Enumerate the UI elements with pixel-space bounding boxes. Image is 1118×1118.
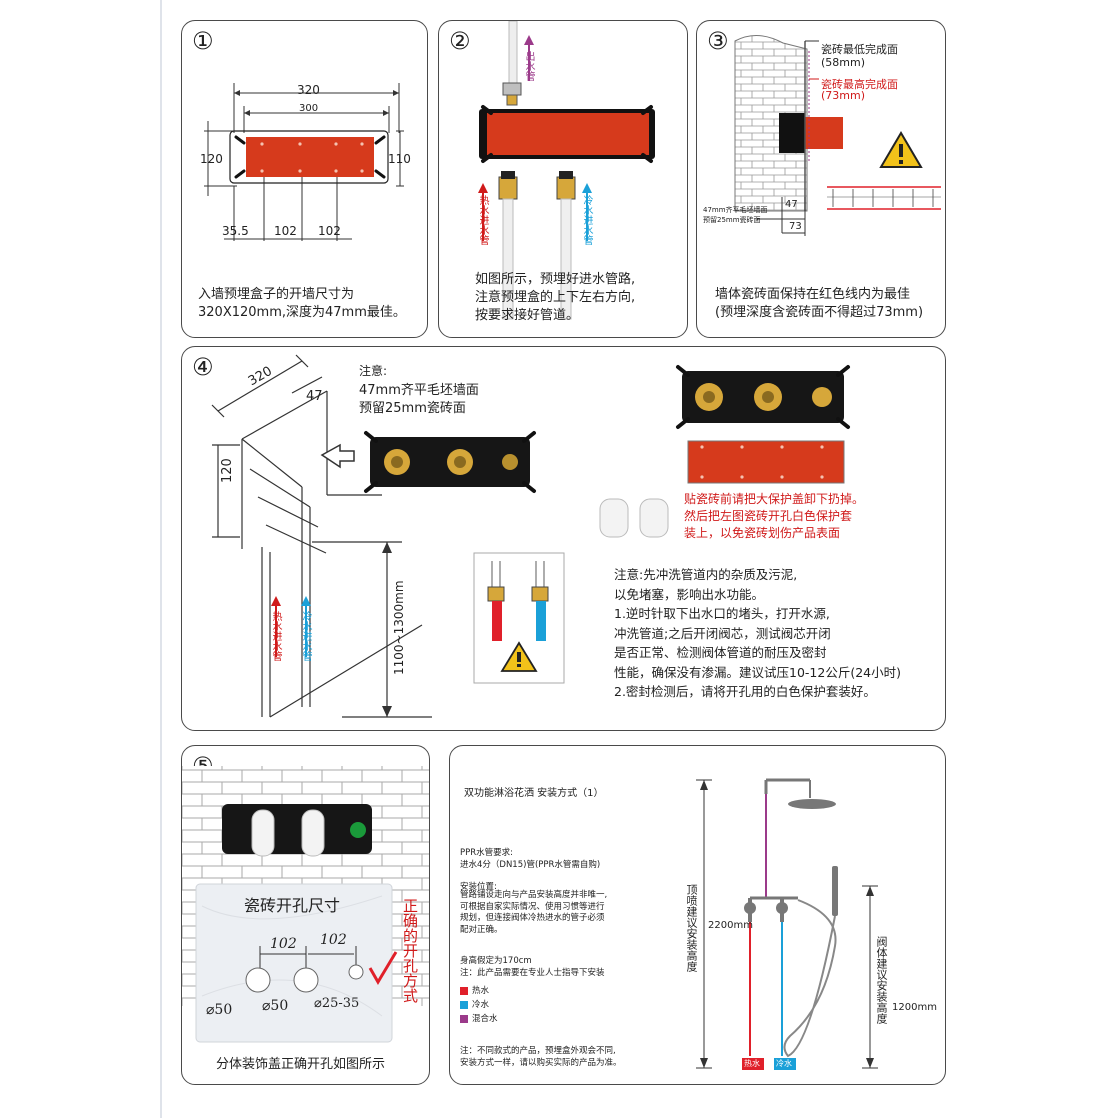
step-3-panel: ③ 瓷砖最低完成面 (58mm) 瓷砖最高完成面 (73mm) [696, 20, 946, 338]
step-2-number: ② [449, 27, 471, 55]
step-1-caption: 入墙预埋盒子的开墙尺寸为 320X120mm,深度为47mm最佳。 [198, 287, 406, 320]
pro-install-note: 注：此产品需要在专业人士指导下安装 [460, 968, 605, 978]
position-body: 管路铺设走向与产品安装高度并非唯一, 可根据自家实际情况、使用习惯等进行 规划，… [460, 890, 608, 935]
hole-diameter-2: ⌀50 [262, 998, 289, 1014]
dim-102-b: 102 [320, 932, 347, 948]
page-edge-line [160, 0, 162, 1118]
legend-swatch-mixed [460, 1014, 468, 1023]
min-tile-value: (58mm) [821, 56, 866, 69]
note-line-2: 预留25mm瓷砖面 [359, 401, 466, 416]
step-1-panel: ① 320 300 120 110 35.5 102 1 [181, 20, 428, 338]
hot-inlet-label: 热水进水管 [477, 195, 488, 245]
dim-102-a: 102 [270, 936, 297, 952]
max-tile-value: (73mm) [821, 89, 866, 102]
step-4-panel: ④ [181, 346, 946, 731]
step-3-number: ③ [707, 27, 729, 55]
product-footnote: 注：不同款式的产品，预埋盒外观会不同, 安装方式一样，请以购买实际的产品为准。 [460, 1046, 622, 1068]
step-5-panel: ⑤ 瓷砖开孔尺寸 102 102 ⌀50 ⌀50 ⌀25-35 正确的开孔方式 … [181, 745, 430, 1085]
cold-inlet-label: 冷水进水管 [581, 195, 592, 245]
cold-inlet-label: 冷水进水管 [300, 611, 311, 661]
step-5-caption: 分体装饰盖正确开孔如图所示 [216, 1057, 386, 1072]
dim-120: 120 [220, 458, 235, 483]
dim-47: 47 [306, 389, 323, 404]
tile-card-title: 瓷砖开孔尺寸 [244, 896, 341, 915]
position-title: 安装位置: [460, 882, 497, 892]
dim-110: 110 [388, 152, 411, 166]
legend-item-cold: 冷水 [460, 998, 489, 1010]
correct-method-label: 正确的开孔方式 [401, 898, 419, 1003]
installation-guide-panel: 双功能淋浴花洒 安装方式（1） PPR水管要求: 进水4分（DN15)管(PPR… [449, 745, 946, 1085]
height-range: 1100~1300mm [392, 580, 406, 675]
legend-swatch-cold [460, 1000, 468, 1009]
step-2-caption: 如图所示，预埋好进水管路, 注意预埋盒的上下左右方向, 按要求接好管道。 [475, 272, 636, 323]
hole-diameter-1: ⌀50 [206, 1002, 233, 1018]
guide-title: 双功能淋浴花洒 安装方式（1） [464, 788, 604, 799]
wall-embed-diagram [211, 354, 850, 718]
legend-swatch-hot [460, 986, 468, 995]
tile-depth-diagram [734, 35, 941, 236]
tile-hole-diagram [182, 766, 429, 1043]
dim-102-a: 102 [274, 224, 297, 238]
box-opening-dimension-diagram [204, 83, 404, 241]
dim-320: 320 [297, 83, 320, 97]
ppr-title: PPR水管要求: [460, 848, 514, 858]
hole-diameter-3: ⌀25-35 [314, 996, 360, 1011]
dim-47: 47 [785, 199, 798, 210]
dim-120: 120 [200, 152, 223, 166]
outlet-pipe-label: 出水管 [523, 51, 534, 81]
ppr-body: 进水4分（DN15)管(PPR水管需自购) [460, 860, 601, 870]
note-title: 注意: [359, 364, 388, 378]
cold-pipe-tag: 冷水 [776, 1059, 792, 1068]
top-spray-height-value: 2200mm [708, 920, 753, 931]
max-tile-label: 瓷砖最高完成面 [821, 78, 898, 91]
wall-note-1: 47mm齐平毛坯墙面 [703, 206, 768, 214]
pipe-connection-diagram [478, 21, 655, 320]
dim-300: 300 [299, 103, 319, 114]
step-1-number: ① [192, 27, 214, 55]
legend-item-mixed: 混合水 [460, 1012, 498, 1024]
note-line-1: 47mm齐平毛坯墙面 [359, 383, 479, 398]
top-spray-height-label: 顶喷建议安装高度 [685, 884, 698, 972]
valve-height-value: 1200mm [892, 1002, 937, 1013]
step-3-caption: 墙体瓷砖面保持在红色线内为最佳 (预埋深度含瓷砖面不得超过73mm) [715, 287, 924, 320]
valve-height-label: 阀体建议安装高度 [875, 936, 888, 1024]
shower-installation-diagram [696, 778, 878, 1070]
hot-inlet-label: 热水进水管 [270, 611, 281, 661]
step-2-panel: ② 出水管 热水进水管 冷水进水管 如图所示，预埋好进水管路, 注意预埋盒的上下… [438, 20, 688, 338]
height-note: 身高假定为170cm [460, 956, 532, 966]
dim-73: 73 [789, 221, 802, 232]
legend-item-hot: 热水 [460, 984, 489, 996]
flush-instructions: 注意:先冲洗管道内的杂质及污泥, 以免堵塞，影响出水功能。 1.逆时针取下出水口… [614, 567, 901, 699]
hot-pipe-tag: 热水 [744, 1059, 760, 1068]
step-4-number: ④ [192, 353, 214, 381]
min-tile-label: 瓷砖最低完成面 [821, 43, 898, 56]
wall-note-2: 预留25mm瓷砖面 [703, 216, 761, 224]
cover-warning: 贴瓷砖前请把大保护盖卸下扔掉。 然后把左图瓷砖开孔白色保护套 装上，以免瓷砖划伤… [684, 492, 865, 540]
dim-35-5: 35.5 [222, 224, 249, 238]
dim-102-b: 102 [318, 224, 341, 238]
